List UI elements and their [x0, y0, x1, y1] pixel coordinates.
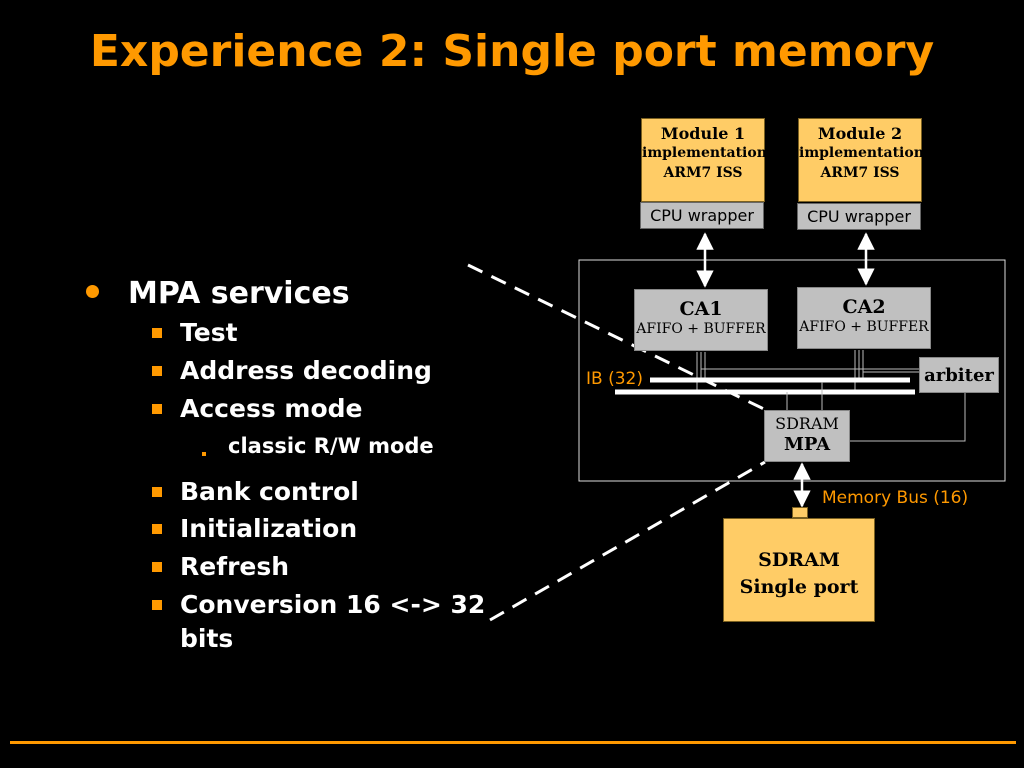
bottom-rule: [10, 741, 1016, 744]
bullet-item-conversion-continued: bits: [180, 624, 234, 653]
module2-title: Module 2: [817, 124, 903, 143]
dashed-zoom-upper: [467, 263, 771, 414]
ca2-box: CA2 AFIFO + BUFFER: [797, 287, 931, 349]
sdram-mpa-box: SDRAM MPA: [764, 410, 850, 462]
module2-cpu-wrapper: CPU wrapper: [797, 203, 921, 230]
bullet-square: [152, 328, 162, 338]
ca1-detail: AFIFO + BUFFER: [636, 321, 766, 337]
sub-bullet-classic-rw: classic R/W mode: [228, 434, 434, 458]
bullet-square: [152, 524, 162, 534]
bullet-item-refresh: Refresh: [180, 552, 290, 581]
mpa-line2: MPA: [783, 434, 831, 455]
slide-title: Experience 2: Single port memory: [89, 26, 935, 77]
sdram-connector: [792, 507, 808, 518]
memory-bus-label: Memory Bus (16): [822, 488, 969, 508]
bullet-item-test: Test: [180, 318, 238, 347]
bullet-square: [152, 600, 162, 610]
bullet-main: MPA services: [128, 276, 350, 311]
sub-bullet-dot: [202, 452, 206, 456]
bullet-square: [152, 487, 162, 497]
bullet-item-initialization: Initialization: [180, 514, 358, 543]
module1-iss: ARM7 ISS: [663, 165, 743, 181]
bullet-square: [152, 562, 162, 572]
dashed-zoom-lower: [489, 460, 766, 622]
system-frame: [578, 259, 1006, 482]
module1-cpu-wrapper: CPU wrapper: [640, 202, 764, 229]
bullet-square: [152, 366, 162, 376]
bullet-square: [152, 404, 162, 414]
module1-box: Module 1 implementation ARM7 ISS: [641, 118, 767, 202]
module2-iss: ARM7 ISS: [820, 165, 900, 181]
sdram-line2: Single port: [739, 576, 859, 598]
ca1-title: CA1: [679, 298, 723, 320]
bullet-item-access-mode: Access mode: [180, 394, 363, 423]
ca1-box: CA1 AFIFO + BUFFER: [634, 289, 768, 351]
ca2-detail: AFIFO + BUFFER: [799, 319, 929, 335]
ib-label: IB (32): [586, 369, 643, 389]
module1-title: Module 1: [660, 124, 746, 143]
bullet-item-bank-control: Bank control: [180, 477, 359, 506]
ca2-title: CA2: [842, 296, 886, 318]
mpa-line1: SDRAM: [775, 414, 839, 433]
arbiter-box: arbiter: [919, 357, 999, 393]
bullet-item-address-decoding: Address decoding: [180, 356, 432, 385]
bullet-dot: [86, 285, 99, 298]
sdram-line1: SDRAM: [758, 549, 840, 571]
sdram-single-port-box: SDRAM Single port: [723, 518, 875, 622]
module1-implementation: implementation: [642, 145, 767, 161]
module2-box: Module 2 implementation ARM7 ISS: [798, 118, 924, 202]
bullet-item-conversion: Conversion 16 <-> 32: [180, 590, 486, 619]
module2-implementation: implementation: [799, 145, 924, 161]
